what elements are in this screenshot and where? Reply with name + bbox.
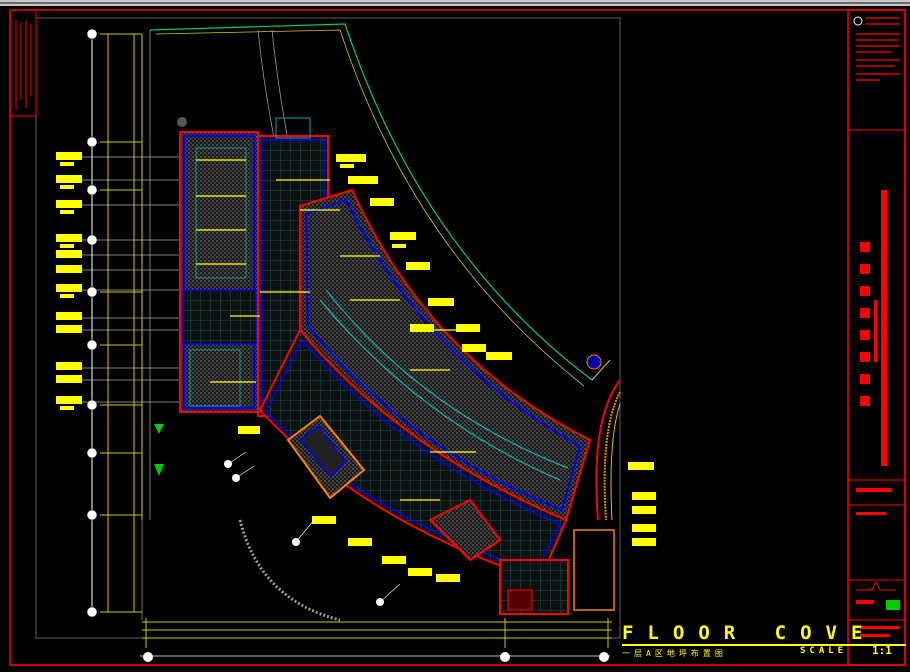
leader-lines-left [80, 156, 190, 403]
cad-drawing-canvas[interactable] [0, 6, 910, 672]
left-strip-text [15, 20, 32, 110]
title-underline [622, 644, 906, 646]
title-block-columns [860, 190, 887, 466]
bottom-dimension-bars [142, 618, 612, 648]
building-lower-blocks [286, 414, 615, 615]
building-curved-wing [258, 188, 592, 582]
right-atrium-arc [595, 379, 621, 521]
title-block [847, 9, 906, 666]
top-marker [177, 117, 187, 127]
annotation-tags-left [56, 152, 82, 410]
left-title-strip [9, 9, 37, 117]
axis-bubbles-bottom [143, 652, 609, 662]
title-block-dividers [848, 129, 905, 621]
title-block-logo [853, 16, 863, 26]
dimension-bars-left [107, 34, 143, 612]
window-top-bar-line [0, 2, 910, 4]
scale-value: 1:1 [872, 644, 892, 657]
scale-label: SCALE [800, 646, 848, 656]
corner-column [586, 354, 602, 370]
window-top-bar [0, 0, 910, 6]
drawing-title: FLOOR COVE [622, 622, 877, 644]
green-markers [154, 424, 164, 476]
section-marker-leaders [227, 451, 401, 603]
title-block-notes [856, 17, 900, 81]
title-block-lower [856, 488, 900, 637]
drawing-border [9, 9, 906, 666]
leader-lines-center [196, 159, 476, 501]
building-left-wing [179, 131, 259, 413]
drawing-subtitle: 一层A区地坪布置图 [622, 649, 727, 658]
axis-bubbles-left [86, 28, 98, 618]
dimension-ticks-left [100, 33, 142, 613]
annotation-tags-center [238, 154, 656, 582]
